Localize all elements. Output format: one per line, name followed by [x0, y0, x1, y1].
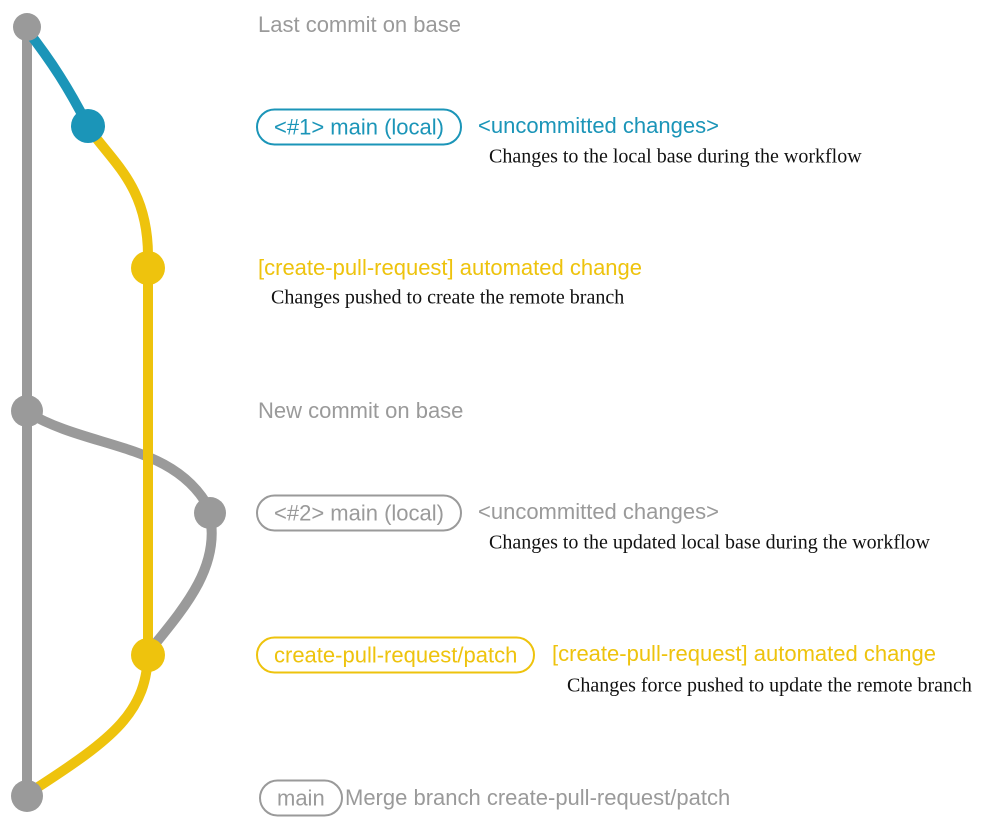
patch-branch-line	[27, 122, 153, 796]
note-local-base-changes: Changes to the local base during the wor…	[489, 145, 862, 168]
note-pushed-create-remote: Changes pushed to create the remote bran…	[271, 286, 625, 309]
local-branch-curve	[22, 25, 92, 129]
branch-badge-main-local-2: <#2> main (local)	[256, 494, 462, 532]
label-automated-change-2: [create-pull-request] automated change	[552, 641, 937, 666]
rebase-branch-curve-top	[22, 407, 215, 515]
label-uncommitted-changes-1: <uncommitted changes>	[478, 113, 719, 138]
label-uncommitted-changes-2: <uncommitted changes>	[478, 499, 719, 524]
note-force-pushed-update-remote: Changes force pushed to update the remot…	[567, 674, 972, 697]
note-updated-local-base-changes: Changes to the updated local base during…	[489, 531, 930, 554]
rebase-branch-curve-bottom	[146, 511, 217, 654]
commit-dot-merge	[11, 780, 43, 812]
branch-badge-main: main	[259, 779, 343, 817]
label-merge-branch: Merge branch create-pull-request/patch	[345, 785, 731, 810]
commit-dot-automated-2	[131, 638, 165, 672]
commit-dot-automated-1	[131, 251, 165, 285]
commit-dot-local-1	[71, 109, 105, 143]
label-new-commit-on-base: New commit on base	[258, 398, 464, 423]
branch-badge-create-pull-request-patch: create-pull-request/patch	[256, 636, 536, 674]
commit-dot-last-base	[13, 13, 41, 41]
commit-dot-local-2	[194, 497, 226, 529]
label-automated-change-1: [create-pull-request] automated change	[258, 255, 643, 280]
branch-badge-main-local-1: <#1> main (local)	[256, 108, 462, 146]
label-last-commit-on-base: Last commit on base	[258, 12, 461, 37]
commit-dot-new-base	[11, 395, 43, 427]
